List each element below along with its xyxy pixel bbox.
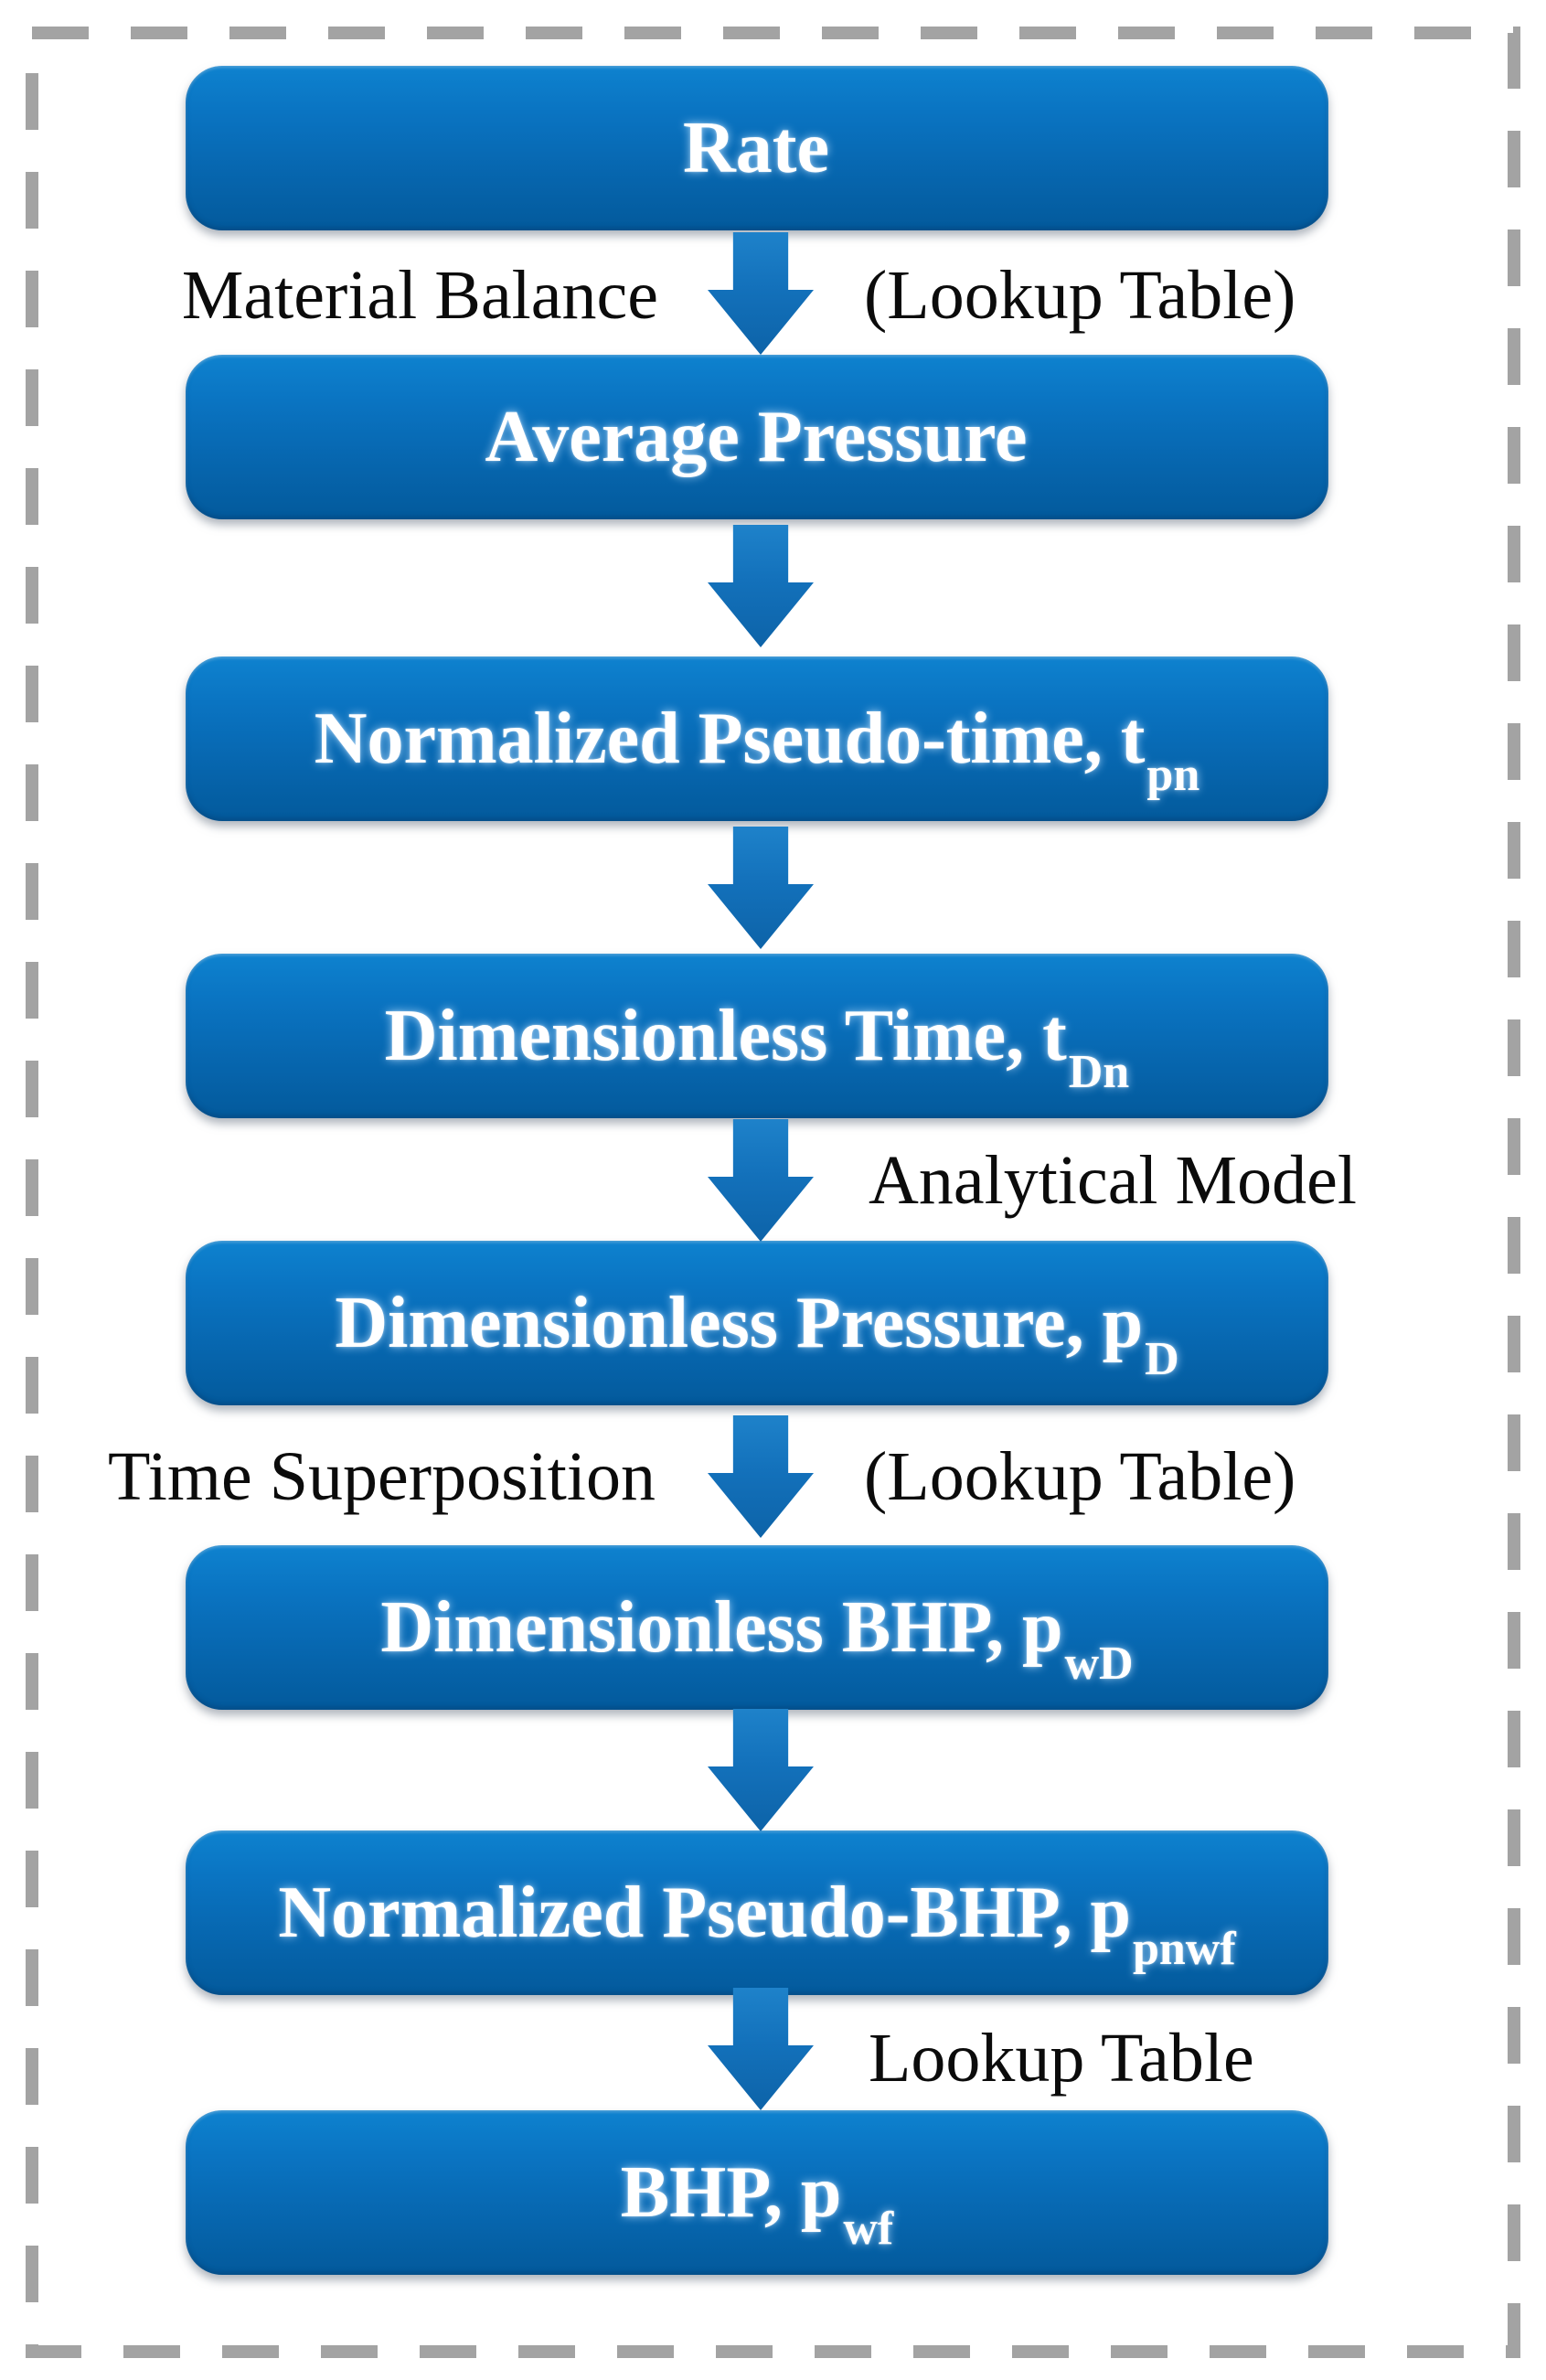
flow-box-bhp: BHP, pwf [186,2110,1328,2275]
flow-box-normalized-pseudo-bhp: Normalized Pseudo-BHP, ppnwf [186,1830,1328,1995]
edge-label-lookup-table-2: (Lookup Table) [864,1438,1296,1515]
edge-label-lookup-table-1: (Lookup Table) [864,257,1296,334]
box-label: Normalized Pseudo-time, tpn [314,699,1200,801]
box-label: BHP, pwf [620,2152,894,2255]
edge-label-material-balance: Material Balance [181,257,658,334]
box-label: Dimensionless Pressure, pD [335,1283,1179,1385]
edge-label-analytical-model: Analytical Model [869,1142,1357,1219]
flow-box-average-pressure: Average Pressure [186,355,1328,519]
box-label: Normalized Pseudo-BHP, ppnwf [278,1873,1236,1975]
flow-box-dimensionless-bhp: Dimensionless BHP, pwD [186,1545,1328,1710]
flow-box-dimensionless-time: Dimensionless Time, tDn [186,954,1328,1118]
edge-label-time-superposition: Time Superposition [108,1438,656,1515]
edge-label-lookup-table-3: Lookup Table [869,2020,1254,2097]
box-label: Average Pressure [485,397,1028,477]
box-label: Rate [683,108,829,188]
flow-box-rate: Rate [186,66,1328,230]
box-label: Dimensionless Time, tDn [384,996,1130,1098]
flow-box-dimensionless-pressure: Dimensionless Pressure, pD [186,1241,1328,1405]
flow-box-normalized-pseudo-time: Normalized Pseudo-time, tpn [186,656,1328,821]
box-label: Dimensionless BHP, pwD [380,1587,1134,1690]
